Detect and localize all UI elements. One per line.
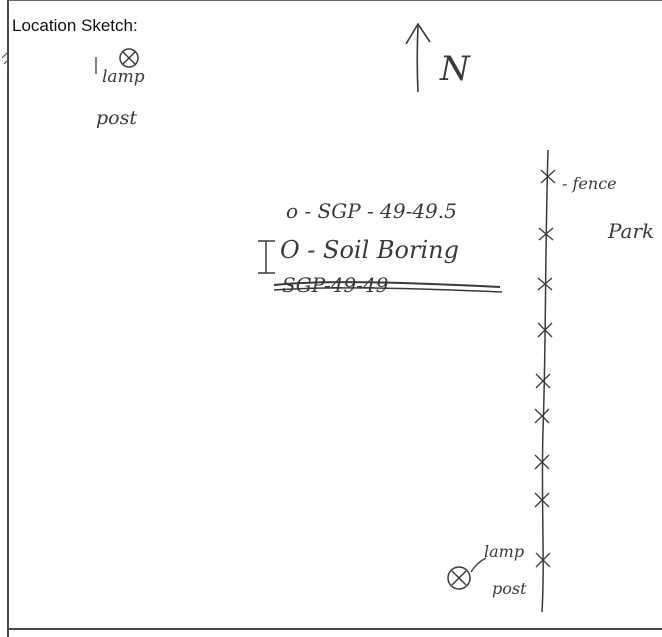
fence-label: - fence: [562, 174, 617, 193]
frame-top-border: [7, 0, 662, 1]
fence-tick: [535, 373, 551, 389]
lamp-label-bottom: lamp: [484, 542, 524, 561]
sketch-legend: o - SGP - 49-49.5 O - Soil Boring SGP-49…: [258, 199, 503, 297]
legend-struck-line: SGP-49-49: [282, 273, 389, 297]
fence-tick: [535, 552, 551, 568]
fence-tick: [540, 169, 556, 184]
fence-tick: [538, 227, 554, 241]
north-arrow-shaft: [416, 25, 419, 93]
frame-left-border: [7, 0, 9, 637]
fence-tick: [537, 322, 553, 338]
lamp-post-cross: [451, 570, 467, 586]
lamp-label-top: lamp: [102, 67, 145, 87]
north-label: N: [439, 49, 471, 89]
edge-tick-mark: [1, 51, 9, 65]
fence-tick: [534, 454, 550, 470]
legend-boring-line: O - Soil Boring: [280, 236, 459, 264]
lamp-post-symbol-bottom: lamp post: [447, 542, 527, 598]
park-label: Park: [607, 219, 654, 243]
north-arrow: N: [405, 22, 471, 93]
lamp-post-circle: [447, 566, 471, 590]
lamp-post-symbol-top: lamp post: [95, 48, 145, 129]
north-arrow-head: [405, 22, 431, 45]
legend-sample-line: o - SGP - 49-49.5: [286, 199, 457, 223]
lamp-post-circle: [119, 48, 139, 68]
fence-line: - fence Park: [534, 149, 654, 613]
fence-tick: [537, 277, 553, 291]
lamp-post-cross: [122, 51, 136, 65]
strike-through-line-2: [273, 287, 503, 293]
frame-bottom-border: [7, 628, 662, 630]
strike-through-line: [273, 281, 501, 288]
section-heading: Location Sketch:: [12, 16, 138, 35]
legend-bracket-mark: [258, 240, 275, 274]
fence-tick: [534, 408, 550, 424]
lamp-post-leader: [470, 557, 487, 573]
fence-tick: [534, 492, 550, 508]
post-label-top: post: [96, 107, 137, 129]
post-label-bottom: post: [492, 579, 527, 598]
